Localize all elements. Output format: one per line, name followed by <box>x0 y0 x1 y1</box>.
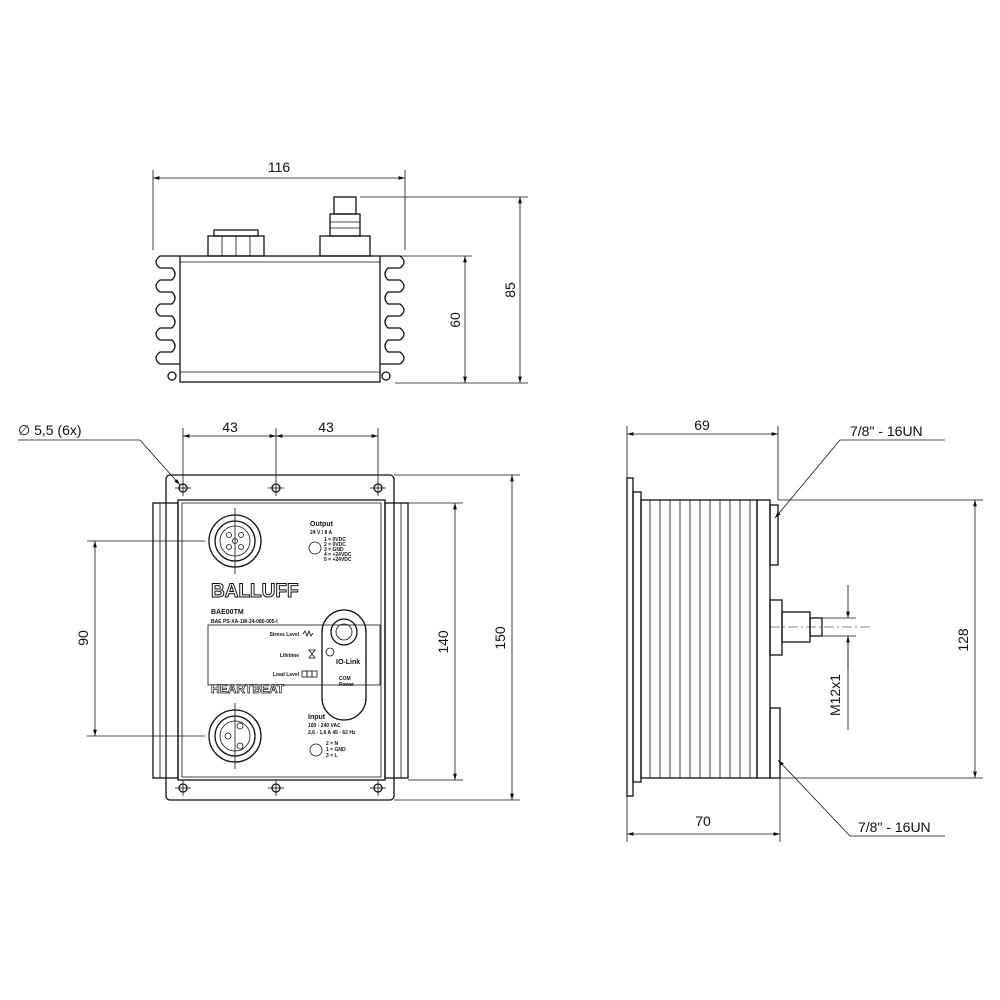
front-body <box>177 499 386 781</box>
input-pin-l: 3 = L <box>326 753 338 759</box>
output-connector-top <box>319 196 371 257</box>
side-output-connector <box>769 504 779 566</box>
io-link-connector <box>330 618 358 646</box>
io-link-window <box>321 609 367 721</box>
dim-height-140: 140 <box>435 630 451 654</box>
power-led-label: Power <box>339 682 354 688</box>
hole-diameter-note: ∅ 5,5 (6x) <box>18 422 82 438</box>
input-pin-n: 2 = N <box>326 741 338 747</box>
dim-width-116: 116 <box>268 159 291 175</box>
thread-m12x1: M12x1 <box>827 674 843 716</box>
stress-wave-icon <box>302 629 314 638</box>
load-level-bars <box>301 670 318 678</box>
io-link-icon <box>325 647 335 657</box>
output-pin-3: 3 = GND <box>324 547 344 553</box>
output-pin-1: 1 = 0VDC <box>324 537 346 543</box>
thread-top-label: 7/8" - 16UN <box>850 423 923 439</box>
order-code: BAE PS-XA-1W-24-080-005-I <box>211 619 278 625</box>
output-pin-4: 4 = +24VDC <box>324 552 352 558</box>
input-pin-gnd: 1 = GND <box>326 747 346 753</box>
dim-hole-spacing-right: 43 <box>318 419 334 435</box>
right-fins <box>380 255 405 365</box>
front-view: Output 24 V / 8 A 1 = 0VDC 2 = 0VDC 3 = … <box>18 419 520 801</box>
stress-level-label: Stress Level <box>270 632 300 638</box>
top-view: 116 85 60 <box>152 159 528 384</box>
input-pinout-icon <box>309 743 323 757</box>
input-voltage: 100 - 240 VAC <box>308 723 341 729</box>
side-plate <box>626 477 634 797</box>
dim-height-85: 85 <box>502 282 518 298</box>
display-window <box>207 624 381 686</box>
heartbeat-logo: HEARTBEAT <box>211 682 285 696</box>
output-pinout-icon <box>308 541 322 555</box>
load-level-label: Load Level <box>273 672 300 678</box>
model-name: BAE00TM <box>211 609 244 616</box>
com-led-label: COM <box>339 676 351 682</box>
balluff-logo: BALLUFF <box>211 581 299 602</box>
side-io-link-connector <box>769 599 783 656</box>
thread-bottom-label: 7/8" - 16UN <box>858 819 931 835</box>
hourglass-icon <box>308 649 316 659</box>
side-fins <box>649 500 751 778</box>
dim-connector-spacing-90: 90 <box>75 630 91 646</box>
left-fins <box>155 255 180 365</box>
output-rating: 24 V / 8 A <box>310 530 332 536</box>
side-input-connector <box>769 707 781 779</box>
output-title: Output <box>310 521 334 528</box>
dim-height-150: 150 <box>492 626 508 650</box>
mounting-plate <box>165 474 395 801</box>
dim-depth-69: 69 <box>694 417 710 433</box>
io-link-label: IO-Link <box>336 659 360 666</box>
output-pin-5: 5 = +24VDC <box>324 557 352 563</box>
dim-height-60: 60 <box>447 312 463 328</box>
top-body <box>179 255 381 383</box>
input-current: 2,6 - 1,6 A 45 - 62 Hz <box>308 730 356 736</box>
input-title: Input <box>308 714 326 721</box>
input-connector <box>208 703 262 769</box>
dim-depth-70: 70 <box>695 813 711 829</box>
right-rail <box>384 502 409 779</box>
cable-gland <box>207 229 265 257</box>
dim-hole-spacing-left: 43 <box>222 419 238 435</box>
mounting-holes <box>175 480 386 796</box>
lifetime-label: Lifetime <box>280 653 299 659</box>
output-connector <box>208 508 262 574</box>
side-view: 69 70 128 M12x1 7/8" - 16UN 7/8" - 16UN <box>626 417 983 842</box>
output-pin-2: 2 = 0VDC <box>324 542 346 548</box>
dim-height-128: 128 <box>955 628 971 652</box>
